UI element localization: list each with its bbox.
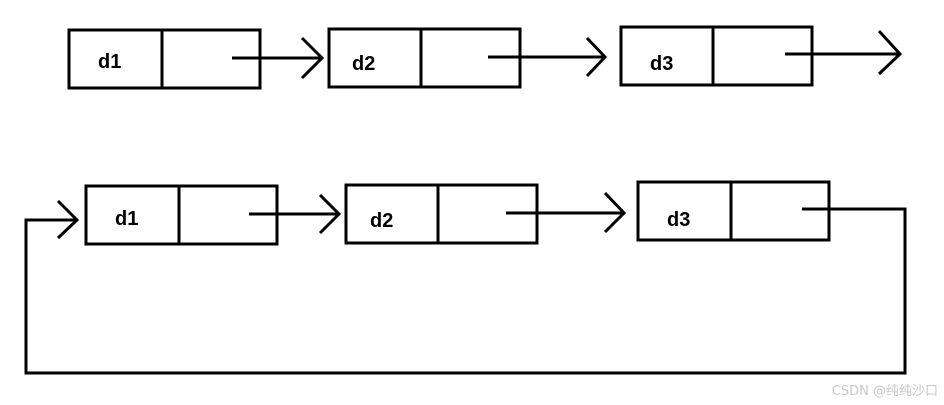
linear-node-d2: d2	[327, 27, 522, 89]
node-data-label: d2	[370, 210, 393, 232]
node-box	[619, 25, 814, 87]
linear-node-d1: d1	[67, 28, 262, 90]
pointer-arrow-d1-to-d2	[232, 36, 325, 80]
node-data-label: d1	[98, 51, 121, 73]
circular-node-d3: d3	[636, 180, 831, 242]
pointer-arrow-d2-to-d3	[488, 36, 608, 78]
watermark: CSDN @纯纯沙口	[831, 384, 938, 399]
circular-linked-list: d1 d2 d3	[24, 180, 907, 375]
node-box	[636, 180, 831, 242]
linear-node-d3: d3	[619, 25, 814, 87]
pointer-arrow-d1-to-d2	[249, 193, 342, 235]
node-data-label: d1	[115, 208, 138, 230]
loop-back-pointer-d3-to-d1	[24, 199, 907, 375]
node-data-label: d3	[667, 209, 690, 231]
circular-node-d1: d1	[84, 184, 279, 246]
pointer-arrow-d3-out	[785, 29, 903, 76]
linear-linked-list: d1 d2 d3	[67, 25, 903, 90]
pointer-arrow-d2-to-d3	[506, 191, 627, 234]
node-data-label: d3	[650, 53, 673, 75]
node-data-label: d2	[352, 53, 375, 75]
